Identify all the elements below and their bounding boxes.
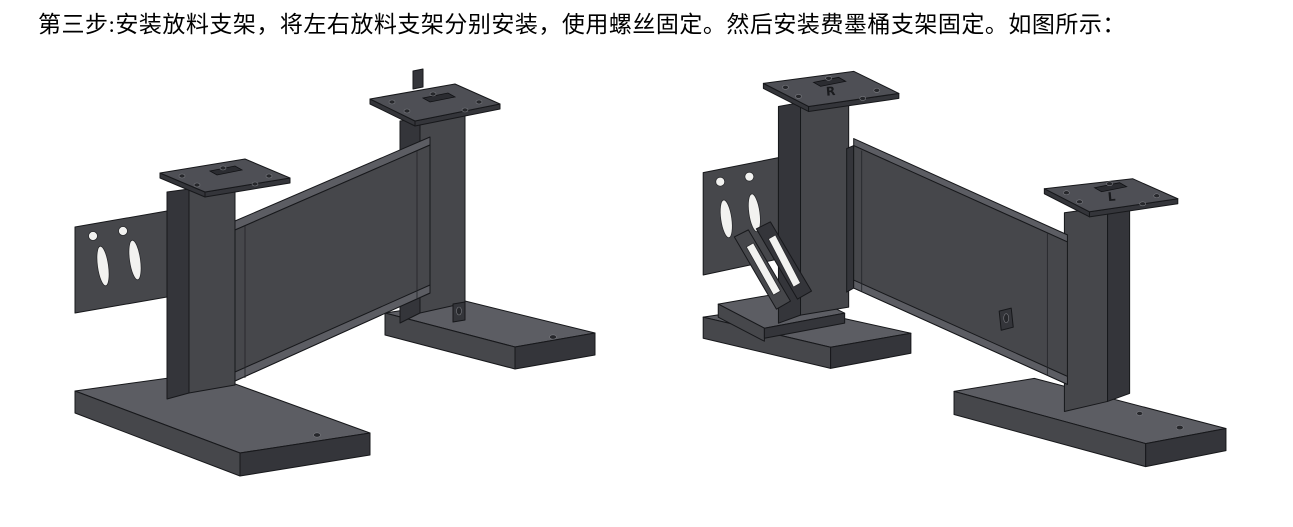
assembly-figure-left: [55, 60, 610, 480]
right-top-plate: L: [1043, 178, 1179, 218]
left-column: [166, 181, 236, 400]
connecting-panel: [846, 138, 1068, 385]
hook-tab: [998, 307, 1014, 331]
right-top-plate: [369, 68, 501, 127]
feed-bracket: [702, 157, 779, 276]
waste-ink-bracket: [733, 221, 813, 310]
left-column: [777, 95, 850, 324]
assembly-figure-left-drawing: [74, 68, 596, 477]
left-top-plate: [159, 158, 291, 198]
feed-bracket: [74, 210, 168, 314]
plate-label-l: L: [1107, 189, 1116, 204]
right-base-bar: [953, 377, 1227, 468]
hook-tab: [452, 301, 466, 323]
instruction-text: 第三步:安装放料支架，将左右放料支架分别安装，使用螺丝固定。然后安装费墨桶支架固…: [38, 12, 1126, 37]
plate-label-r: R: [825, 84, 836, 99]
right-column: [1063, 206, 1131, 412]
left-base-bar: [74, 372, 371, 477]
right-base-bar: [384, 300, 596, 370]
assembly-figure-right: R: [648, 60, 1240, 480]
left-top-plate: R: [762, 70, 900, 112]
assembly-figure-right-drawing: R: [702, 70, 1227, 468]
connecting-panel: [234, 136, 431, 382]
